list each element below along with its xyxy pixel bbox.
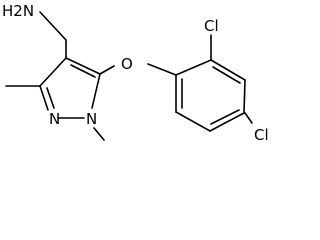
- bond-ch2-n: [39, 11, 67, 41]
- chlorine-para-label: Cl: [254, 126, 269, 144]
- amine-label: H2N: [2, 2, 34, 20]
- bond-ar4-cl: [244, 112, 253, 124]
- bond-n1-methyl: [93, 127, 105, 141]
- bond-c4-c5: [65, 57, 101, 75]
- ring-nitrogen-label: N: [49, 110, 60, 128]
- bond-c4-c5-double: [70, 64, 96, 78]
- bond-ar4-ar5: [209, 112, 245, 132]
- bond-ar1-ar2: [175, 59, 212, 76]
- oxygen-label: O: [121, 55, 133, 73]
- bond-o-ar: [147, 63, 177, 76]
- molecule-structure: H2N O Cl Cl N N: [2, 2, 269, 144]
- bond-ar4-ar5-double: [210, 109, 240, 125]
- bond-c5-o: [99, 65, 115, 75]
- methyl-nitrogen-label: N: [86, 110, 97, 128]
- bond-c5-n1: [91, 73, 101, 109]
- bond-n2-c3: [39, 85, 49, 111]
- chlorine-ortho-label: Cl: [204, 17, 219, 35]
- bond-c3-c4: [39, 57, 67, 87]
- bond-ar2-ar3-double: [212, 66, 241, 84]
- bond-ar3-ar4: [243, 79, 246, 114]
- bond-n2-c3-double: [46, 87, 55, 109]
- bond-ar2-ar3: [210, 59, 246, 81]
- bond-ar5-ar6: [175, 111, 211, 132]
